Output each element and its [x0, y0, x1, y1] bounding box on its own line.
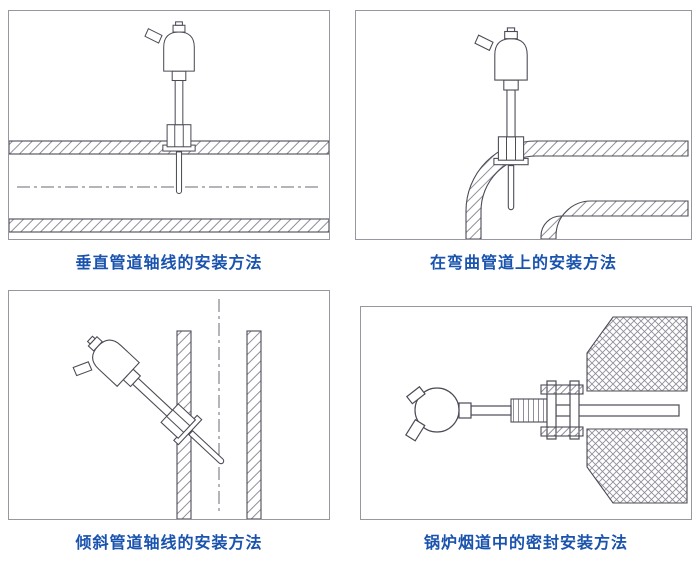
- thermocouple: [72, 335, 225, 465]
- flange-plate-left: [546, 380, 557, 440]
- caption-boiler-flue-installation: 锅炉烟道中的密封安装方法: [423, 533, 628, 552]
- stem: [174, 79, 184, 126]
- stem: [470, 405, 512, 416]
- connection-head: [163, 31, 195, 72]
- pipe-wall-bottom: [9, 218, 329, 233]
- thermocouple: [405, 380, 680, 442]
- vertical-installation-diagram: [9, 21, 329, 233]
- stem: [131, 377, 174, 417]
- probe: [175, 151, 183, 194]
- cable-gland: [405, 418, 426, 442]
- flue-wall-upper: [586, 316, 688, 392]
- probe: [188, 430, 225, 465]
- caption-elbow-installation: 在弯曲管道上的安装方法: [429, 253, 617, 272]
- caption-inclined-installation: 倾斜管道轴线的安装方法: [75, 533, 263, 552]
- hex-nut: [171, 70, 187, 82]
- cable-gland: [474, 34, 494, 52]
- connection-head: [414, 387, 460, 433]
- flange-plate-right: [569, 380, 580, 440]
- panel-boiler-flue-installation: [360, 306, 692, 520]
- probe: [507, 165, 515, 211]
- flange-bolt-top: [540, 384, 584, 395]
- mounting-boss: [497, 136, 525, 161]
- mounting-boss: [166, 124, 192, 148]
- panel-elbow-installation: [355, 10, 692, 240]
- head-cap: [504, 30, 518, 40]
- elbow-inner-wall: [540, 200, 689, 239]
- elbow-installation-diagram: [465, 27, 689, 239]
- thermocouple: [144, 21, 196, 194]
- head-cap: [405, 385, 426, 405]
- neck: [458, 402, 472, 419]
- cable-gland: [72, 361, 93, 377]
- panel-inclined-installation: [8, 290, 330, 520]
- elbow-pipe-section: [465, 140, 689, 239]
- boiler-flue-installation-diagram: [405, 316, 688, 504]
- caption-vertical-installation: 垂直管道轴线的安装方法: [75, 253, 263, 272]
- threaded-bushing: [510, 398, 548, 423]
- flue-wall: [586, 316, 688, 504]
- head-cap: [172, 24, 186, 33]
- panel-vertical-installation: [8, 10, 330, 240]
- flue-wall-lower: [586, 428, 688, 504]
- stem: [506, 89, 516, 138]
- thermocouple: [474, 27, 529, 211]
- flange-bolt-bottom: [540, 426, 584, 437]
- inclined-installation-diagram: [72, 299, 262, 519]
- elbow-outer-wall: [465, 140, 689, 239]
- cable-gland: [144, 27, 163, 44]
- pipe-cross-section: [9, 140, 329, 233]
- pipe-wall-right: [246, 330, 262, 519]
- connection-head: [494, 38, 528, 81]
- hex-nut: [503, 79, 519, 91]
- vertical-pipe-section: [176, 299, 262, 519]
